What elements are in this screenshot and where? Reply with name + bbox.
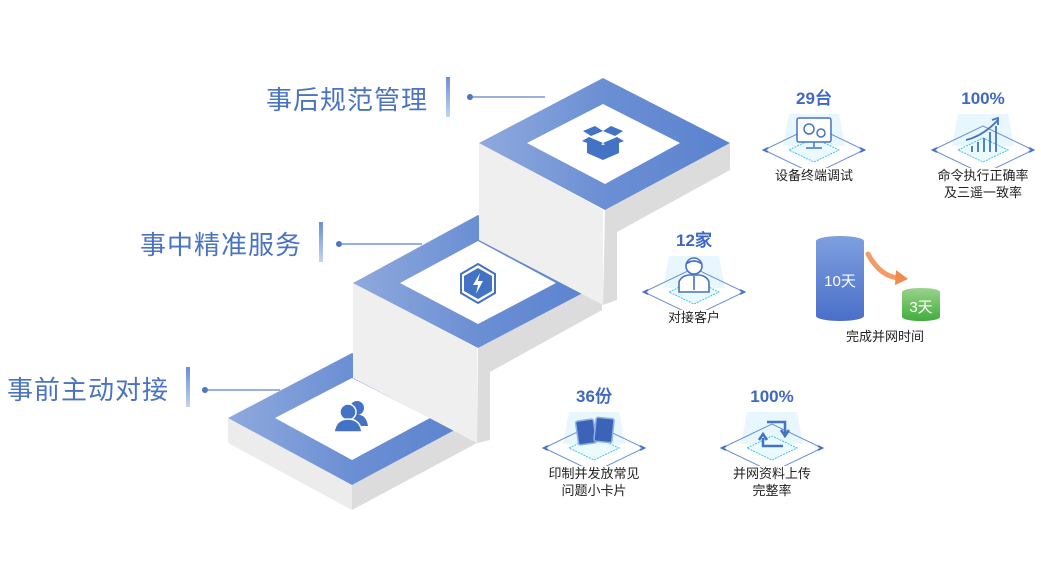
stat-caption: 印制并发放常见 [548, 467, 640, 482]
open-box-icon [582, 126, 624, 160]
customer-person-icon [641, 256, 747, 310]
stage-label-pre: 事前主动对接 [7, 376, 170, 406]
stage-label-during: 事中精准服务 [140, 231, 303, 261]
stat-value: 36份 [576, 387, 612, 406]
stat-value: 100% [750, 387, 794, 406]
monitor-gears-icon [761, 114, 867, 168]
stat-command-accuracy: 100% 命令执行正确率 及三遥一致率 [908, 88, 1041, 202]
stat-value: 12家 [676, 231, 712, 250]
time-caption: 完成并网时间 [845, 330, 924, 345]
cards-icon [541, 412, 647, 466]
stage-accent-bar [186, 367, 190, 407]
stage-label-post: 事后规范管理 [266, 86, 429, 116]
lightning-hexagon-icon [460, 262, 496, 305]
stat-faq-cards: 36份 印制并发放常见 问题小卡片 [519, 386, 669, 500]
stat-caption: 问题小卡片 [561, 484, 627, 499]
sync-arrows-icon [719, 412, 825, 466]
users-icon [333, 401, 368, 433]
time-after-label: 3天 [909, 299, 933, 316]
stat-upload-completeness: 100% 并网资料上传 完整率 [697, 386, 847, 500]
stat-customers: 12家 对接客户 [619, 230, 769, 327]
time-before-bar: 10天 [816, 236, 864, 321]
time-after-bar: 3天 [902, 288, 940, 321]
stat-caption: 设备终端调试 [774, 169, 853, 184]
stat-value: 100% [961, 89, 1005, 108]
time-before-label: 10天 [824, 273, 856, 290]
stat-caption: 并网资料上传 [732, 467, 811, 482]
stage-accent-bar [319, 222, 323, 262]
reduction-arrow-icon [865, 251, 908, 285]
stat-caption: 对接客户 [667, 311, 720, 326]
stat-caption: 及三遥一致率 [943, 186, 1022, 201]
stat-device-debug: 29台 设备终端调试 [739, 88, 889, 185]
stat-caption: 完整率 [752, 484, 792, 499]
stage-accent-bar [446, 77, 450, 117]
rising-chart-icon [930, 114, 1036, 168]
stat-caption: 命令执行正确率 [937, 169, 1029, 184]
stat-value: 29台 [796, 89, 832, 108]
